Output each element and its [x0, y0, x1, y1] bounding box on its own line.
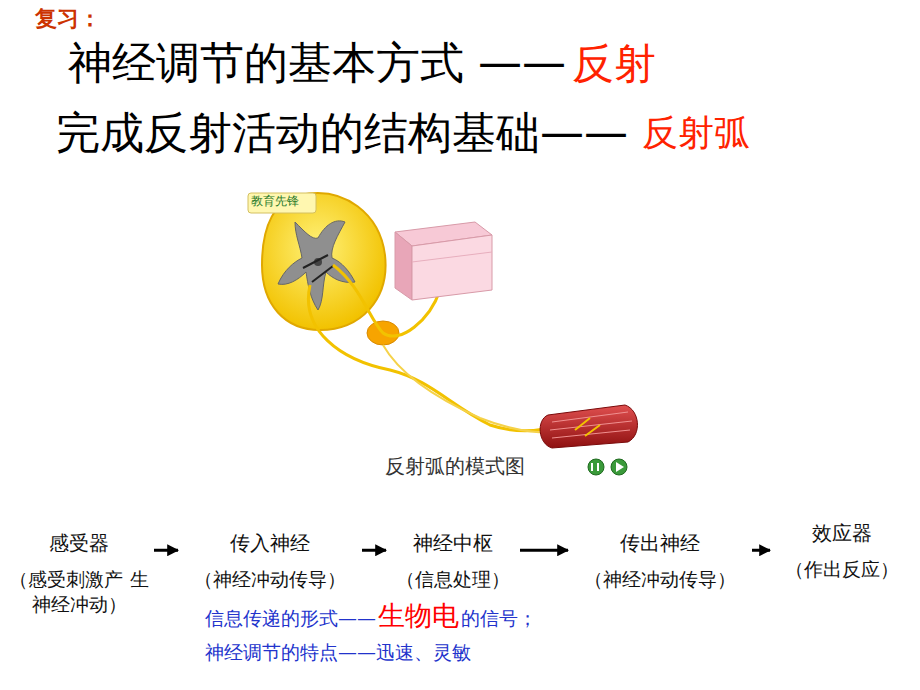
step-name: 传入神经	[182, 530, 358, 557]
step-name: 感受器	[8, 530, 150, 557]
section-tag: 复习：	[35, 6, 101, 31]
skin-layer	[412, 252, 492, 262]
note-text: 的信号；	[461, 608, 537, 630]
logo-text: 教育先锋	[251, 195, 299, 209]
key-term: 反射弧	[642, 112, 750, 153]
flow-step: 传入神经 （神经冲动传导）	[180, 528, 360, 594]
play-button	[588, 459, 604, 475]
title-line: 完成反射活动的结构基础——	[56, 108, 628, 159]
flow-arrow	[520, 549, 568, 552]
step-description: （信息处理）	[390, 567, 516, 592]
pause-icon	[592, 463, 598, 471]
play-icon	[616, 462, 624, 472]
step-description: （作出反应）	[774, 557, 910, 582]
step-description: （神经冲动传导）	[572, 567, 748, 592]
muscle-fibres	[550, 412, 632, 438]
flow-arrow	[362, 549, 386, 552]
flow-step: 传出神经 （神经冲动传导）	[570, 528, 750, 594]
flow-arrow	[154, 549, 178, 552]
step-description: （感受刺激产 生神经冲动）	[8, 567, 150, 616]
motor-endings	[575, 418, 600, 436]
step-description: （神经冲动传导）	[182, 567, 358, 592]
step-name: 效应器	[774, 520, 910, 547]
key-term: 生物电	[378, 600, 459, 631]
flow-step: 效应器 （作出反应）	[772, 518, 912, 584]
play-button	[611, 459, 627, 475]
skin-side	[395, 232, 412, 300]
title-line: 神经调节的基本方式 ——	[68, 38, 566, 89]
flow-step: 感受器 （感受刺激产 生神经冲动）	[6, 528, 152, 618]
grey-matter	[278, 221, 355, 310]
flow-arrow	[752, 549, 770, 552]
interneuron	[303, 255, 333, 282]
note-text: 神经调节的特点——迅速、灵敏	[205, 642, 471, 664]
figure-caption: 反射弧的模式图	[385, 455, 525, 478]
key-term: 反射	[572, 40, 656, 88]
logo-box	[248, 193, 316, 213]
note-text: 信息传递的形式——	[205, 608, 376, 630]
skin-front	[412, 235, 492, 300]
muscle	[540, 405, 637, 448]
nerve-fibre	[383, 345, 570, 433]
step-name: 传出神经	[572, 530, 748, 557]
flow-step: 神经中枢 （信息处理）	[388, 528, 518, 594]
step-name: 神经中枢	[390, 530, 516, 557]
efferent-nerve	[308, 285, 560, 431]
